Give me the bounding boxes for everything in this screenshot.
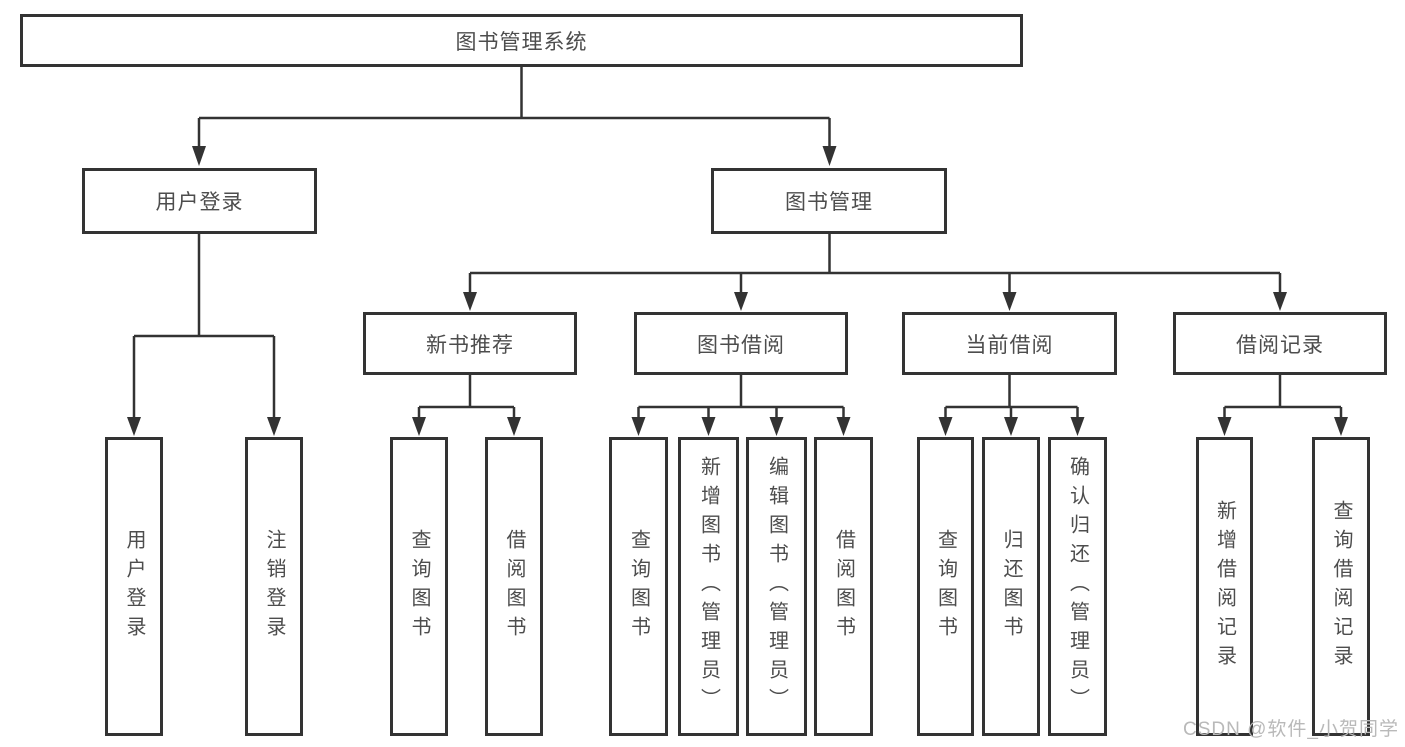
leaf-label: 编辑图书（管理员） [765, 456, 788, 717]
node-label: 借阅记录 [1236, 333, 1324, 357]
node-label: 用户登录 [155, 191, 244, 214]
node-user-login: 用户登录 [82, 168, 317, 234]
arrowhead-icons [127, 146, 1348, 436]
leaf-user-login: 用户登录 [105, 437, 163, 736]
leaf-return-book: 归还图书 [982, 437, 1040, 736]
leaf-query-borrow-record: 查询借阅记录 [1312, 437, 1370, 736]
leaf-label: 确认归还（管理员） [1066, 456, 1089, 717]
leaf-label: 借阅图书 [832, 528, 855, 645]
leaf-logout: 注销登录 [245, 437, 303, 736]
leaf-label: 注销登录 [263, 528, 285, 645]
leaf-edit-book-admin: 编辑图书（管理员） [746, 437, 807, 736]
leaf-label: 新增借阅记录 [1213, 499, 1236, 674]
leaf-label: 查询图书 [408, 528, 430, 645]
leaf-borrow-books: 借阅图书 [814, 437, 873, 736]
leaf-label: 查询借阅记录 [1330, 499, 1352, 674]
node-label: 当前借阅 [965, 333, 1054, 357]
leaf-query-books-borrow: 查询图书 [609, 437, 668, 736]
leaf-add-borrow-record: 新增借阅记录 [1196, 437, 1253, 736]
node-label: 图书管理 [785, 191, 873, 214]
leaf-add-book-admin: 新增图书（管理员） [678, 437, 739, 736]
node-borrow-records: 借阅记录 [1173, 312, 1387, 375]
node-root: 图书管理系统 [20, 14, 1023, 67]
leaf-confirm-return-admin: 确认归还（管理员） [1048, 437, 1107, 736]
watermark: CSDN @软件_小贺同学 [1183, 719, 1399, 740]
node-new-book-recommend: 新书推荐 [363, 312, 577, 375]
leaf-query-books-recommend: 查询图书 [390, 437, 448, 736]
node-book-management: 图书管理 [711, 168, 947, 234]
node-current-borrow: 当前借阅 [902, 312, 1117, 375]
leaf-label: 归还图书 [1000, 528, 1022, 645]
leaf-label: 查询图书 [627, 528, 650, 645]
node-book-borrow: 图书借阅 [634, 312, 848, 375]
leaf-label: 新增图书（管理员） [697, 456, 720, 717]
leaf-query-books-current: 查询图书 [917, 437, 974, 736]
node-label: 新书推荐 [426, 333, 514, 357]
node-label: 图书管理系统 [455, 30, 588, 54]
leaf-borrow-books-recommend: 借阅图书 [485, 437, 543, 736]
leaf-label: 查询图书 [934, 528, 957, 645]
node-label: 图书借阅 [697, 333, 785, 357]
leaf-label: 用户登录 [123, 528, 145, 645]
leaf-label: 借阅图书 [503, 528, 525, 645]
